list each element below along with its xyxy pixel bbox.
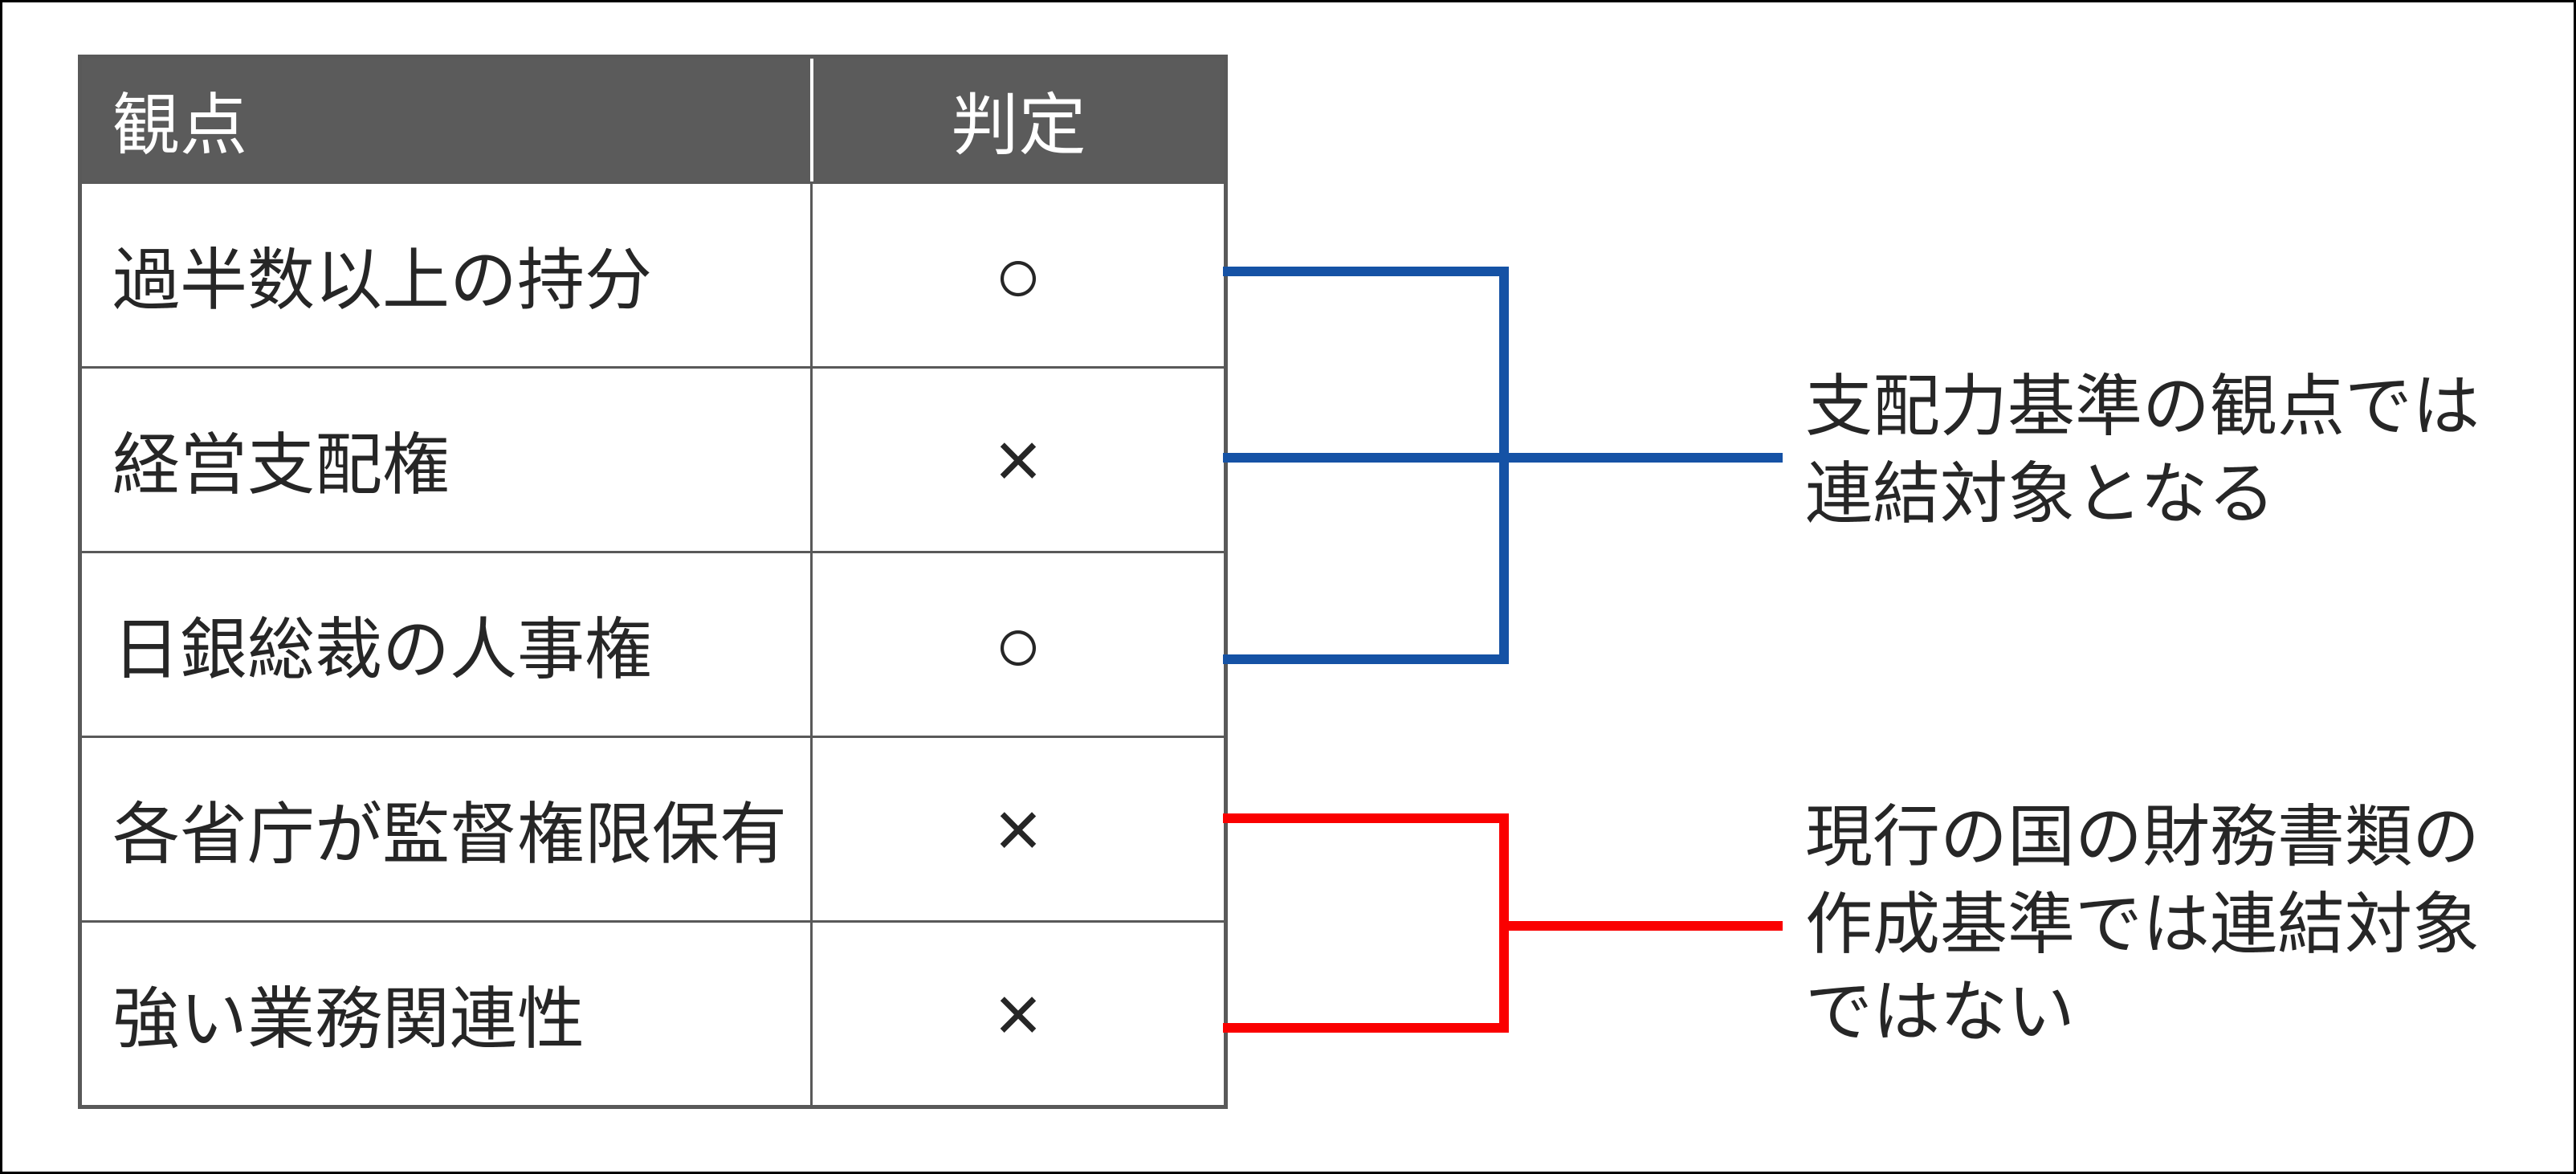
judgement-cell: × xyxy=(810,738,1224,920)
judgement-mark: × xyxy=(994,414,1042,505)
table-row: 経営支配権 × xyxy=(82,366,1224,551)
row-label: 強い業務関連性 xyxy=(112,981,585,1057)
annotation-consolidation-applies: 支配力基準の観点では 連結対象となる xyxy=(1805,369,2480,532)
judgement-cell: ○ xyxy=(810,184,1224,366)
row-label: 各省庁が監督権限保有 xyxy=(112,797,788,872)
table-row: 強い業務関連性 × xyxy=(82,920,1224,1105)
judgement-mark: ○ xyxy=(993,230,1043,320)
table-row: 過半数以上の持分 ○ xyxy=(82,181,1224,366)
row-label: 過半数以上の持分 xyxy=(112,243,653,318)
judgement-cell: × xyxy=(810,369,1224,551)
annotation-consolidation-not-applies: 現行の国の財務書類の 作成基準では連結対象 ではない xyxy=(1805,799,2480,1050)
judgement-mark: × xyxy=(994,968,1042,1059)
judgement-cell: ○ xyxy=(810,553,1224,736)
judgement-cell: × xyxy=(810,923,1224,1105)
header-cell-judgement: 判定 xyxy=(810,59,1224,181)
table-row: 各省庁が監督権限保有 × xyxy=(82,736,1224,920)
criteria-table: 観点 判定 過半数以上の持分 ○ 経営支配権 × 日銀総裁の人事権 ○ 各省庁が… xyxy=(78,55,1228,1109)
judgement-mark: × xyxy=(994,784,1042,874)
header-cell-viewpoint: 観点 xyxy=(112,88,248,163)
judgement-mark: ○ xyxy=(993,599,1043,690)
table-header-row: 観点 判定 xyxy=(82,59,1224,181)
row-label: 日銀総裁の人事権 xyxy=(112,612,653,687)
row-label: 経営支配権 xyxy=(112,427,450,503)
table-row: 日銀総裁の人事権 ○ xyxy=(82,551,1224,736)
